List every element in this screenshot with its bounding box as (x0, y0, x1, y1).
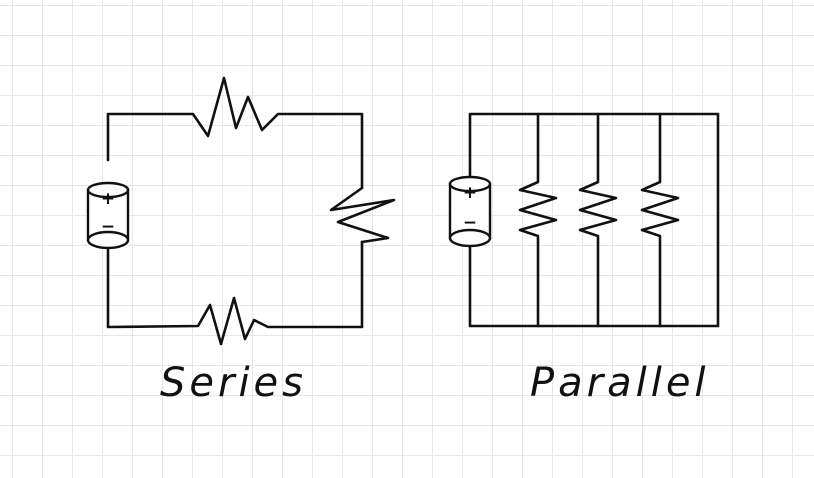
parallel-top-wire (468, 112, 720, 328)
parallel-battery-positive-sign: + (463, 183, 477, 203)
series-right-resistor (329, 186, 396, 244)
series-top-wire-with-resistor (106, 76, 364, 190)
series-caption: Series (160, 360, 307, 406)
series-battery-positive-sign: + (101, 189, 115, 209)
parallel-battery-negative-sign: − (463, 213, 477, 233)
parallel-branch-3-resistor (640, 112, 680, 328)
series-battery-negative-sign: − (101, 217, 115, 237)
parallel-branch-1-resistor (518, 112, 558, 328)
parallel-branch-2-resistor (578, 112, 618, 328)
series-circuit: + − Series (86, 76, 396, 406)
parallel-circuit: + − Parallel (448, 112, 720, 406)
parallel-battery: + − (448, 175, 492, 248)
series-bottom-wire-with-resistor (106, 240, 364, 346)
parallel-caption: Parallel (530, 360, 710, 406)
series-battery: + − (86, 181, 130, 250)
